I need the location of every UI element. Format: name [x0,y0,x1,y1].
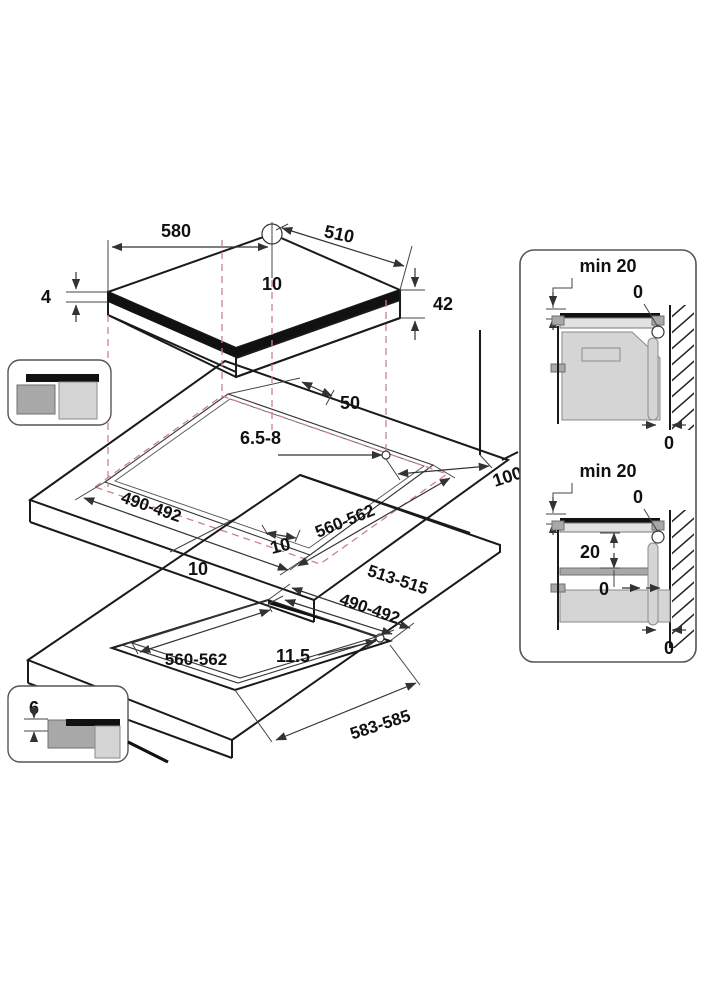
oven-control-panel [581,347,621,362]
dimension-50: 50 [227,377,360,413]
dimension-510: 510 [275,221,413,291]
inset2-leader [127,740,169,764]
panel-leader [501,451,519,461]
hob-front-glass-edge [108,292,236,358]
label-0-top-b: 0 [633,487,643,507]
inset2-glass-bar [66,719,120,726]
label-min-20-a: min 20 [579,256,636,276]
flush-rear-edge [299,474,471,534]
dimension-4: 4 [41,272,108,322]
dimension-0-mid: 0 [599,570,661,599]
fixing-circle-a [651,325,665,339]
label-20-gap: 20 [580,542,600,562]
dimension-label-580: 580 [161,221,191,241]
label-min-20-b: min 20 [579,461,636,481]
flush-worktop-surface [25,473,501,742]
inset-glass-bar [26,374,99,382]
dimension-20-gap: 20 [580,532,620,569]
clearance-panels: min 20 [519,249,697,663]
hob-glass-b [560,518,660,523]
hob-right-glass-edge [236,290,400,358]
dimension-label-11-5: 11.5 [276,646,310,666]
hob-bottom-left-edge [107,314,237,378]
inset-cabinet-block [16,384,56,415]
oven-body [561,331,661,421]
label-0-top-a: 0 [633,282,643,302]
standard-mount-inset [7,359,112,426]
inset2-worktop-block [94,725,121,759]
mount-clip-right-a [651,315,665,326]
dimension-radius-10-a: 10 [261,524,301,558]
dimension-6-5-8: 6.5-8 [240,428,383,460]
dimension-label-radius-10-a: 10 [268,534,292,558]
clearance-diagram-oven: min 20 [546,256,694,453]
dimension-label-radius-10-b: 10 [188,559,208,579]
dimension-label-42: 42 [433,294,453,314]
dimension-flush-560-562: 560-562 [131,603,273,669]
spacer-bar-a [647,337,659,421]
hob-body-b [559,522,655,533]
label-0-bottom-b: 0 [664,638,674,658]
label-0-bottom-a: 0 [664,433,674,453]
worktop-front-edge-lower [29,521,315,623]
dimension-42: 42 [400,268,453,340]
dimension-label-flush-560-562: 560-562 [165,650,227,669]
clearance-diagram-drawer: min 20 [546,461,694,658]
dimension-580: 580 [107,221,273,292]
dimension-label-4: 4 [41,287,51,307]
mount-clip-left-a [551,315,565,326]
dimension-11-5: 11.5 [276,639,377,666]
hob-bottom-right-edge [235,317,401,378]
hob-body-a [559,317,655,329]
mount-clip-left-b [551,520,565,531]
fixing-circle-b [651,530,665,544]
dimension-radius-10-b: 10 [169,517,237,579]
label-0-mid-b: 0 [599,579,609,599]
inset-worktop-block [58,381,98,420]
dimension-label-6-5-8: 6.5-8 [240,428,281,448]
flush-mount-inset: 6 [7,685,129,763]
shelf-separator [559,567,657,576]
hob-glass-a [560,313,660,318]
cutout-hole-marker [381,450,391,460]
spacer-bar-b [647,542,659,626]
mount-clip-right-b [651,520,665,531]
dimension-label-50: 50 [340,393,360,413]
